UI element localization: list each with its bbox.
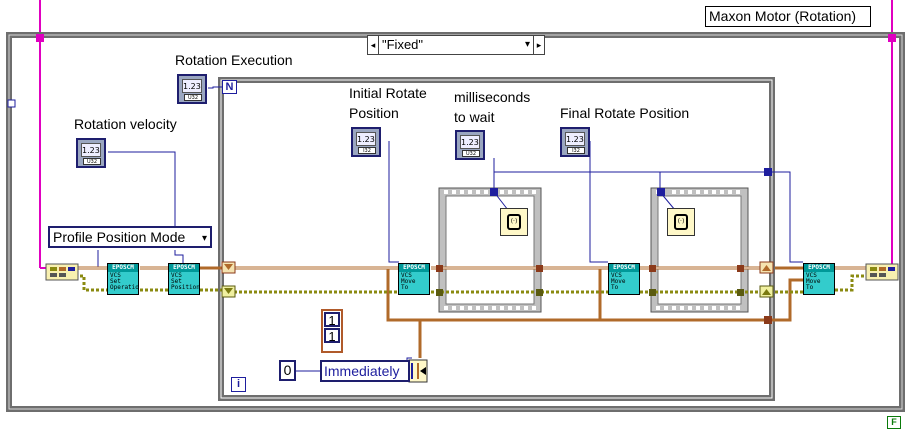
vi-line: Position [171, 284, 200, 291]
vi-line: VCS [110, 272, 121, 279]
vi-line: To [401, 284, 409, 291]
vi-line: To [611, 284, 619, 291]
vi-line: VCS [401, 272, 412, 279]
type-tag: U32 [184, 94, 202, 101]
vi-line: Move [806, 278, 821, 285]
diagram-title: Maxon Motor (Rotation) [705, 6, 871, 27]
array-element[interactable]: 1 [324, 328, 340, 343]
vi-line: Set [110, 278, 121, 285]
final-rotate-label: Final Rotate Position [560, 105, 690, 121]
numeric-face: 1.23 [565, 132, 585, 146]
final-rotate-position-control[interactable]: 1.23 I32 [560, 127, 590, 157]
ms-to-wait-label-line1: milliseconds [454, 89, 531, 105]
rotation-execution-label: Rotation Execution [175, 52, 293, 68]
boolean-false-constant[interactable]: F [887, 416, 901, 429]
array-constant[interactable]: 1 1 [321, 309, 343, 353]
wait-ms-icon-2[interactable]: (·) [667, 208, 695, 236]
case-dropdown-icon[interactable]: ▾ [524, 39, 530, 50]
numeric-face: 1.23 [182, 79, 202, 93]
tunnels [436, 168, 772, 324]
vi-header: EPOSCM [169, 264, 199, 272]
zero-constant[interactable]: 0 [279, 360, 296, 381]
loop-iteration-terminal[interactable]: i [231, 377, 246, 392]
wait-icon-glyph: (·) [507, 214, 521, 230]
initial-rotate-label-line2: Position [349, 105, 399, 121]
vi-header: EPOSCM [804, 264, 834, 272]
profile-position-mode-ring[interactable]: Profile Position Mode ▾ [48, 226, 212, 248]
ms-to-wait-label-line2: to wait [454, 109, 495, 125]
type-tag: U32 [462, 150, 480, 157]
film-holes-2 [656, 190, 740, 310]
initial-rotate-position-control[interactable]: 1.23 I32 [351, 127, 381, 157]
case-decrement-button[interactable]: ◂ [368, 36, 379, 54]
array-element[interactable]: 1 [324, 312, 340, 327]
vi-header: EPOSCM [609, 264, 639, 272]
vi-line: Set [171, 278, 182, 285]
vi-line: VCS [611, 272, 622, 279]
case-selector-terminal[interactable] [7, 99, 16, 108]
numeric-face: 1.23 [460, 135, 480, 149]
vi-line: VCS [171, 272, 182, 279]
vi-line: Move [401, 278, 416, 285]
vi-header: EPOSCM [399, 264, 429, 272]
shift-registers[interactable] [221, 261, 774, 298]
case-selector[interactable]: ◂ "Fixed" ▾ ▸ [367, 35, 545, 55]
film-holes-1 [444, 190, 536, 310]
wait-icon-glyph: (·) [674, 214, 688, 230]
case-selector-value: "Fixed" [382, 37, 424, 52]
rotation-execution-control[interactable]: 1.23 U32 [177, 74, 207, 104]
numeric-face: 1.23 [356, 132, 376, 146]
cluster-nodes[interactable] [45, 263, 899, 281]
immediately-enum-constant[interactable]: Immediately [320, 360, 410, 382]
rotation-velocity-label: Rotation velocity [74, 116, 177, 132]
vi-line: VCS [806, 272, 817, 279]
type-tag: I32 [567, 147, 585, 154]
vi-line: Operatio [110, 284, 139, 291]
ring-value: Profile Position Mode [53, 229, 186, 245]
case-increment-button[interactable]: ▸ [533, 36, 544, 54]
type-tag: U32 [83, 158, 101, 165]
ring-dropdown-icon[interactable]: ▾ [201, 233, 207, 244]
initial-rotate-label-line1: Initial Rotate [349, 85, 427, 101]
milliseconds-to-wait-control[interactable]: 1.23 U32 [455, 130, 485, 160]
type-tag: I32 [358, 147, 376, 154]
vi-line: To [806, 284, 814, 291]
vi-line: Move [611, 278, 626, 285]
numeric-face: 1.23 [81, 143, 101, 157]
wait-ms-icon[interactable]: (·) [500, 208, 528, 236]
loop-count-terminal[interactable]: N [222, 80, 237, 94]
rotation-velocity-control[interactable]: 1.23 U32 [76, 138, 106, 168]
vi-header: EPOSCM [108, 264, 138, 272]
